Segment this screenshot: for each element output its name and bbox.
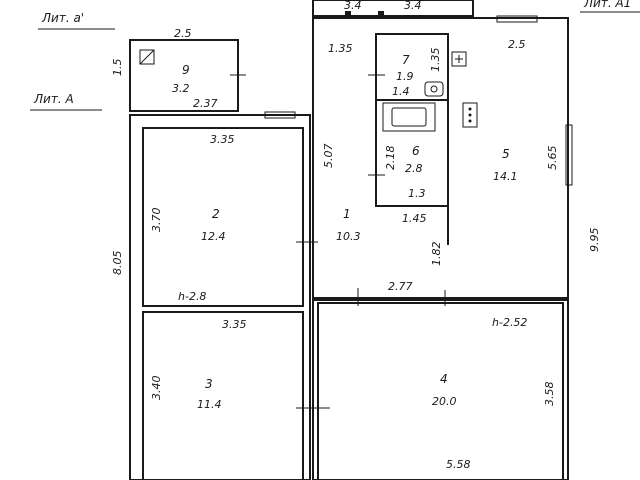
dim-top-left: 3.4 bbox=[344, 0, 362, 12]
dim-room2-top: 3.35 bbox=[210, 133, 235, 146]
label-lit-a1: Лит. А1 bbox=[583, 0, 631, 10]
sink-icon bbox=[424, 81, 444, 97]
cabinet-knob-bottom bbox=[468, 119, 472, 123]
room-3-outline bbox=[142, 311, 304, 480]
dim-room3-height: 3.40 bbox=[150, 376, 163, 401]
dim-porch-height: 1.5 bbox=[111, 59, 124, 77]
dim-room2-height: 3.70 bbox=[150, 208, 163, 233]
dim-room1-lower: 1.82 bbox=[430, 242, 443, 267]
dim-room7-height: 1.35 bbox=[429, 48, 442, 73]
room-5-area: 14.1 bbox=[493, 170, 518, 183]
room-2-area: 12.4 bbox=[201, 230, 226, 243]
room-9-number: 9 bbox=[182, 63, 190, 77]
dim-room4-width: 5.58 bbox=[446, 458, 471, 471]
room-7-number: 7 bbox=[402, 53, 410, 67]
room-1-number: 1 bbox=[343, 207, 351, 221]
room-3-area: 11.4 bbox=[197, 398, 222, 411]
dim-room6-height: 2.18 bbox=[384, 146, 397, 171]
room-9-area: 3.2 bbox=[172, 82, 190, 95]
room-2-number: 2 bbox=[212, 207, 220, 221]
dim-total-height-right: 9.95 bbox=[588, 228, 601, 253]
room-2-window bbox=[264, 111, 296, 119]
bathtub-icon bbox=[382, 102, 436, 132]
dim-room5-top: 2.5 bbox=[508, 38, 526, 51]
lit-a-outline bbox=[129, 114, 311, 480]
room-2-outline bbox=[142, 127, 304, 307]
room-7-area: 1.9 bbox=[396, 70, 414, 83]
room-4-area: 20.0 bbox=[432, 395, 457, 408]
room-4-number: 4 bbox=[440, 372, 448, 386]
dim-room1-height: 5.07 bbox=[322, 144, 335, 169]
cabinet-icon bbox=[462, 102, 478, 128]
dim-corridor: 2.77 bbox=[388, 280, 413, 293]
bathtub-inner-icon bbox=[391, 107, 427, 127]
room-6-number: 6 bbox=[412, 144, 420, 158]
chimney-diagonal bbox=[139, 49, 155, 65]
dim-porch-width: 2.5 bbox=[174, 27, 192, 40]
dim-porch-bottom: 2.37 bbox=[193, 97, 218, 110]
chimney-square bbox=[139, 49, 155, 65]
dim-room3-top: 3.35 bbox=[222, 318, 247, 331]
lit-a1-top-window bbox=[496, 15, 538, 23]
room-5-number: 5 bbox=[502, 147, 510, 161]
label-lit-a-small: Лит. а' bbox=[41, 11, 84, 25]
room-6-area: 2.8 bbox=[405, 162, 423, 175]
dim-ceiling-right: h-2.52 bbox=[492, 316, 527, 329]
top-marker-right bbox=[378, 11, 384, 17]
dim-room6-bottom: 1.3 bbox=[408, 187, 426, 200]
dim-room1-top: 1.35 bbox=[328, 42, 353, 55]
cabinet-knob-mid bbox=[468, 113, 472, 117]
dim-top-right: 3.4 bbox=[404, 0, 422, 12]
dim-room1-bottom: 1.45 bbox=[402, 212, 427, 225]
room-1-area: 10.3 bbox=[336, 230, 361, 243]
room-3-number: 3 bbox=[205, 377, 213, 391]
dim-room7-bottom: 1.4 bbox=[392, 85, 410, 98]
room-4-inner bbox=[317, 302, 564, 480]
dim-total-height-left: 8.05 bbox=[111, 251, 124, 276]
dim-room4-height: 3.58 bbox=[543, 382, 556, 407]
lit-a1-outline bbox=[312, 17, 569, 299]
top-structure-outline bbox=[312, 0, 474, 17]
label-lit-a: Лит. А bbox=[33, 92, 74, 106]
cabinet-knob-top bbox=[468, 107, 472, 111]
dim-room5-height: 5.65 bbox=[546, 146, 559, 171]
stove-icon bbox=[451, 51, 467, 67]
top-marker-left bbox=[345, 11, 351, 17]
dim-ceiling-left: h-2.8 bbox=[178, 290, 206, 303]
room-5-window bbox=[565, 124, 573, 186]
sink-drain-icon bbox=[430, 85, 438, 93]
room-4-outline bbox=[312, 299, 569, 480]
